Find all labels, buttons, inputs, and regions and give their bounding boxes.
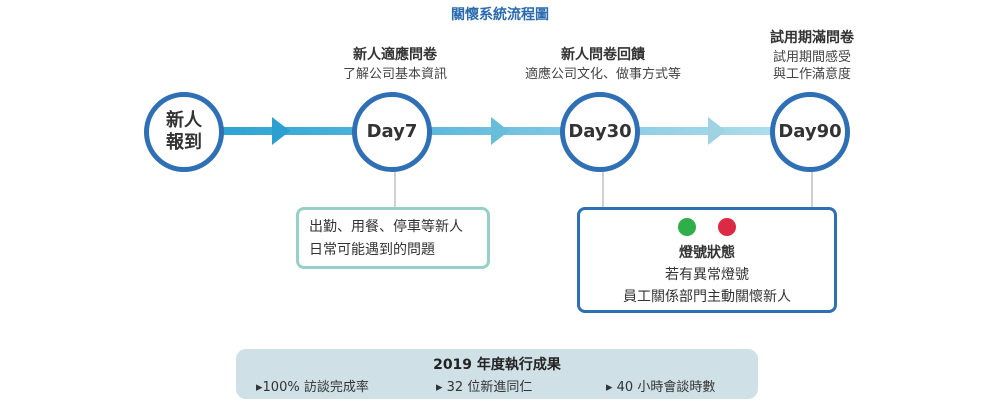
note-day7: 出勤、用餐、停車等新人 日常可能遇到的問題 <box>296 207 490 269</box>
note-day30-line-2: 員工關係部門主動關懷新人 <box>623 289 791 305</box>
stage-onboard-line-1: 新人 <box>166 110 202 131</box>
green-light-icon <box>677 218 696 236</box>
stage-day90-circle: Day90 <box>770 92 850 172</box>
arrow-1 <box>272 117 290 145</box>
summary-panel: 2019 年度執行成果 ▸100% 訪談完成率 ▸ 32 位新進同仁 ▸ 40 … <box>236 349 758 399</box>
diagram-title: 關懷系統流程圖 <box>451 7 549 23</box>
red-light-icon <box>718 218 737 236</box>
note-day30: 燈號狀態 若有異常燈號 員工關係部門主動關懷新人 <box>577 207 837 313</box>
note-day30-line-1: 若有異常燈號 <box>665 267 749 283</box>
summary-item-interview-rate: ▸100% 訪談完成率 <box>256 380 369 395</box>
note-day7-line-1: 出勤、用餐、停車等新人 <box>309 219 463 235</box>
stage-day7-circle: Day7 <box>352 92 432 172</box>
arrow-3 <box>708 117 726 145</box>
arrow-2 <box>491 117 509 145</box>
stage-day7-subtitle: 了解公司基本資訊 <box>342 67 447 82</box>
summary-title: 2019 年度執行成果 <box>433 357 561 373</box>
note-day7-line-2: 日常可能遇到的問題 <box>309 242 435 258</box>
stage-day90-title: 試用期滿問卷 <box>770 30 854 46</box>
stage-onboard-circle: 新人 報到 <box>144 92 224 172</box>
connector-day30 <box>602 172 604 207</box>
connector-day90 <box>811 172 813 207</box>
connector-day7 <box>394 172 396 207</box>
stage-day90-subtitle-line-2: 與工作滿意度 <box>772 67 851 82</box>
summary-item-hours: ▸ 40 小時會談時數 <box>606 380 716 395</box>
stage-day30-circle: Day30 <box>560 92 640 172</box>
light-status-heading: 燈號狀態 <box>679 245 735 261</box>
stage-day30-title: 新人問卷回饋 <box>561 47 645 63</box>
stage-onboard-line-2: 報到 <box>166 132 202 153</box>
stage-day90-subtitle-line-1: 試用期間感受 <box>772 50 851 65</box>
stage-day7-title: 新人適應問卷 <box>353 47 437 63</box>
stage-day30-subtitle: 適應公司文化、做事方式等 <box>524 67 681 82</box>
summary-item-new-hires: ▸ 32 位新進同仁 <box>436 380 533 395</box>
